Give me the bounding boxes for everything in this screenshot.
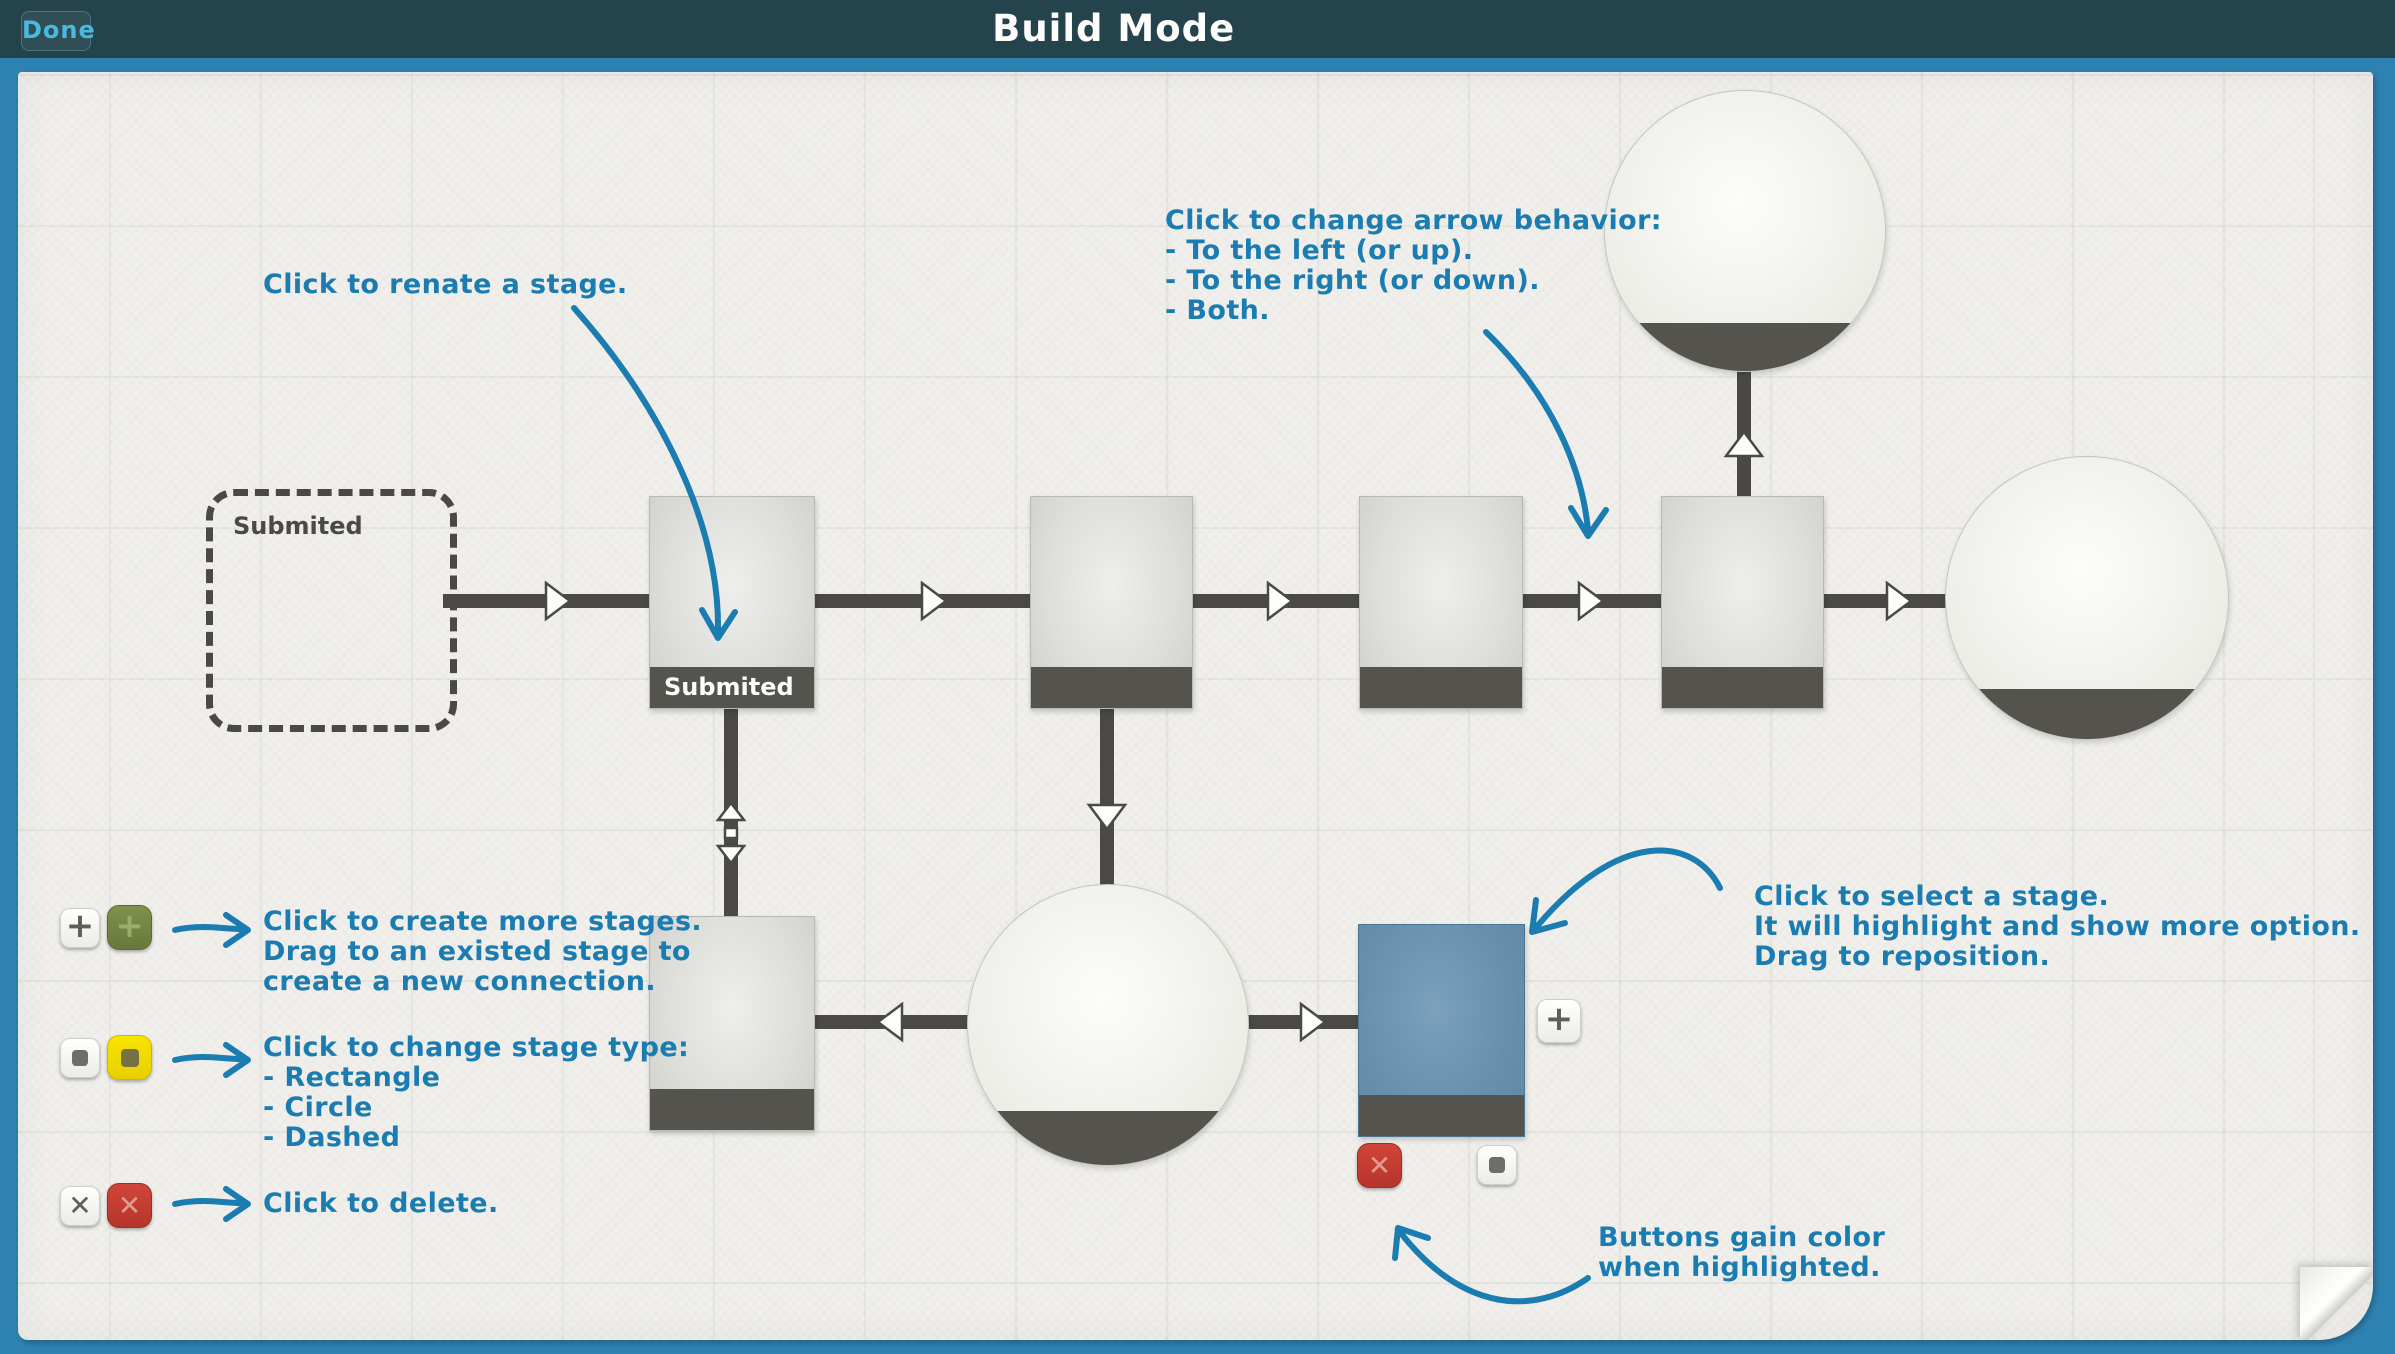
page-curl xyxy=(2300,1267,2373,1340)
selected-stage-delete-button[interactable]: ✕ xyxy=(1357,1143,1402,1188)
note-line: - Dashed xyxy=(263,1122,401,1153)
flow-arrowhead-right[interactable] xyxy=(543,579,573,623)
note-line: - To the right (or down). xyxy=(1165,265,1540,296)
note-line: create a new connection. xyxy=(263,966,657,997)
stage-type-button-highlighted[interactable] xyxy=(107,1035,152,1080)
flow-arrowhead-both[interactable] xyxy=(714,800,748,866)
stage-type-button[interactable] xyxy=(60,1038,100,1078)
stage-4[interactable] xyxy=(1661,496,1824,709)
delete-button-highlighted[interactable]: ✕ xyxy=(107,1183,152,1228)
stage-1[interactable]: Submited xyxy=(649,496,815,709)
selected-stage[interactable] xyxy=(1358,924,1525,1137)
note-line: when highlighted. xyxy=(1598,1252,1881,1283)
flow-arrowhead-right[interactable] xyxy=(919,579,949,623)
build-canvas[interactable]: Submited Submited Click to renate a stag… xyxy=(18,72,2373,1340)
plus-icon: + xyxy=(65,906,95,946)
note-create-stages: Click to create more stages.Drag to an e… xyxy=(263,907,702,997)
circle-footer xyxy=(968,1111,1248,1165)
flow-arrowhead-left[interactable] xyxy=(875,1000,905,1044)
note-line: - Circle xyxy=(263,1092,373,1123)
page-title: Build Mode xyxy=(992,7,1236,50)
delete-button[interactable]: ✕ xyxy=(60,1186,100,1226)
flow-arrowhead-right[interactable] xyxy=(1298,1000,1328,1044)
bottom-left-stage[interactable] xyxy=(649,916,815,1131)
note-line: Click to change arrow behavior: xyxy=(1165,205,1662,236)
stage-footer xyxy=(1359,1095,1524,1136)
flow-arrowhead-right[interactable] xyxy=(1884,579,1914,623)
note-line: - Rectangle xyxy=(263,1062,441,1093)
selected-stage-type-button[interactable] xyxy=(1477,1145,1517,1185)
circle-footer xyxy=(1946,689,2228,739)
note-arrow-behavior: Click to change arrow behavior:- To the … xyxy=(1165,206,1662,326)
note-line: Click to change stage type: xyxy=(263,1032,690,1063)
note-line: It will highlight and show more option. xyxy=(1754,911,2361,942)
plus-icon: + xyxy=(115,905,144,946)
add-stage-button[interactable]: + xyxy=(60,908,100,948)
plus-icon: + xyxy=(1544,999,1574,1039)
close-icon: ✕ xyxy=(1367,1148,1392,1182)
note-rename: Click to renate a stage. xyxy=(263,269,628,300)
stage-label: Submited xyxy=(233,512,363,540)
note-line: Click to select a stage. xyxy=(1754,881,2110,912)
right-circle-stage[interactable] xyxy=(1945,456,2229,740)
note-stage-type: Click to change stage type:- Rectangle- … xyxy=(263,1033,689,1153)
circle-footer xyxy=(1605,323,1885,371)
flow-arrowhead-right[interactable] xyxy=(1576,579,1606,623)
stage-label: Submited xyxy=(650,667,814,708)
middle-circle-stage[interactable] xyxy=(967,884,1249,1166)
square-icon xyxy=(120,1048,139,1067)
square-icon xyxy=(72,1050,88,1066)
note-line: Buttons gain color xyxy=(1598,1222,1886,1253)
note-select-stage: Click to select a stage.It will highligh… xyxy=(1754,882,2361,972)
flow-arrowhead-up[interactable] xyxy=(1722,429,1766,459)
add-stage-button-highlighted[interactable]: + xyxy=(107,905,152,950)
stage-footer xyxy=(1360,667,1522,708)
note-line: Drag to reposition. xyxy=(1754,941,2051,972)
flow-arrowhead-down[interactable] xyxy=(1085,802,1129,832)
note-line: Click to create more stages. xyxy=(263,906,703,937)
selected-stage-add-button[interactable]: + xyxy=(1537,999,1581,1043)
stage-footer xyxy=(1031,667,1192,708)
stage-footer xyxy=(650,1089,814,1130)
dashed-stage[interactable]: Submited xyxy=(206,489,457,732)
header-bar: Done Build Mode xyxy=(0,0,2395,58)
flow-arrowhead-right[interactable] xyxy=(1265,579,1295,623)
square-icon xyxy=(1489,1157,1505,1173)
close-icon: ✕ xyxy=(117,1188,142,1222)
note-line: - To the left (or up). xyxy=(1165,235,1474,266)
note-line: - Both. xyxy=(1165,295,1270,326)
done-button[interactable]: Done xyxy=(21,11,95,51)
top-circle-stage[interactable] xyxy=(1604,90,1886,372)
note-delete: Click to delete. xyxy=(263,1188,499,1219)
stage-2[interactable] xyxy=(1030,496,1193,709)
stage-3[interactable] xyxy=(1359,496,1523,709)
note-line: Drag to an existed stage to xyxy=(263,936,691,967)
stage-footer xyxy=(1662,667,1823,708)
close-icon: ✕ xyxy=(68,1189,92,1222)
